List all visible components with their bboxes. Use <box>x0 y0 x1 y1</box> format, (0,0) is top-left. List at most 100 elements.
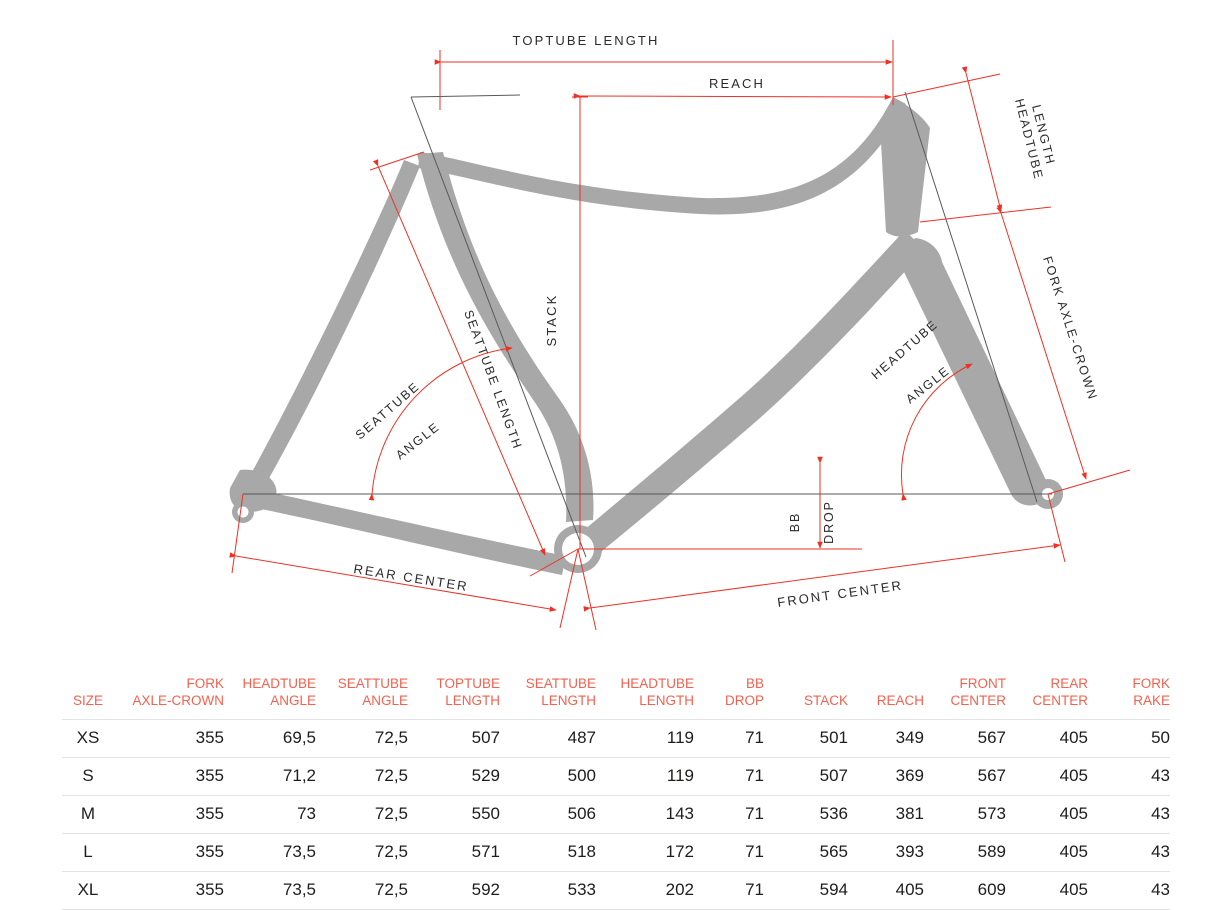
table-body: XS 355 69,5 72,5 507 487 119 71 501 349 … <box>62 719 1170 910</box>
col-header-reach: REACH <box>876 692 924 708</box>
cell-headtube-angle: 71,2 <box>282 765 316 785</box>
label-toptube-length: TOPTUBE LENGTH <box>513 33 660 48</box>
diagram-labels: TOPTUBE LENGTH REACH STACK HEADTUBE LENG… <box>353 33 1101 610</box>
cell-front-center: 567 <box>977 765 1006 785</box>
col-header-toptube-length: TOPTUBE LENGTH <box>436 676 500 708</box>
cell-stack: 507 <box>819 765 848 785</box>
cell-seattube-angle: 72,5 <box>374 727 408 747</box>
cell-front-center: 609 <box>977 879 1006 899</box>
cell-headtube-length: 119 <box>666 765 694 785</box>
cell-stack: 536 <box>819 803 848 823</box>
label-fork-axle-crown: FORK AXLE-CROWN <box>1040 255 1100 403</box>
headtube-length-dimension <box>961 66 1003 212</box>
table-row: L 355 73,5 72,5 571 518 172 71 565 393 5… <box>62 833 1170 871</box>
table-row: XS 355 69,5 72,5 507 487 119 71 501 349 … <box>62 719 1170 757</box>
cell-seattube-angle: 72,5 <box>374 841 408 861</box>
cell-rear-center: 405 <box>1059 841 1088 861</box>
label-front-center: FRONT CENTER <box>776 577 904 610</box>
table-row: M 355 73 72,5 550 506 143 71 536 381 573… <box>62 795 1170 833</box>
cell-reach: 393 <box>895 841 924 861</box>
cell-bb-drop: 71 <box>745 727 764 747</box>
cell-rear-center: 405 <box>1059 803 1088 823</box>
cell-reach: 381 <box>895 803 924 823</box>
table-row: XL 355 73,5 72,5 592 533 202 71 594 405 … <box>62 871 1170 910</box>
cell-size: M <box>80 803 96 823</box>
label-rear-center: REAR CENTER <box>353 561 470 594</box>
cell-headtube-angle: 69,5 <box>282 727 316 747</box>
col-header-seattube-length: SEATTUBE LENGTH <box>525 676 596 708</box>
cell-seattube-length: 506 <box>567 803 596 823</box>
seattube-angle-arc <box>368 345 513 501</box>
dimension-lines <box>229 40 1131 631</box>
cell-reach: 405 <box>895 879 924 899</box>
cell-reach: 369 <box>895 765 924 785</box>
col-header-bb-drop: BB DROP <box>724 676 764 708</box>
cell-headtube-angle: 73,5 <box>282 879 316 899</box>
top-reference-line <box>410 94 521 98</box>
cell-headtube-length: 202 <box>665 879 694 899</box>
cell-seattube-angle: 72,5 <box>374 765 408 785</box>
bb-ext-right <box>577 548 597 631</box>
frame-silhouette <box>229 97 1063 575</box>
cell-fork-axle-crown: 355 <box>195 841 224 861</box>
front-axle-extension <box>1047 469 1131 495</box>
label-reach: REACH <box>709 76 765 91</box>
cell-headtube-angle: 73,5 <box>282 841 316 861</box>
cell-rear-center: 405 <box>1059 727 1088 747</box>
cell-fork-rake: 43 <box>1151 841 1170 861</box>
table-row: S 355 71,2 72,5 529 500 119 71 507 369 5… <box>62 757 1170 795</box>
cell-headtube-length: 143 <box>665 803 694 823</box>
cell-bb-drop: 71 <box>745 803 764 823</box>
label-bb-drop-line1: BB <box>788 512 802 532</box>
cell-stack: 594 <box>819 879 848 899</box>
cell-seattube-length: 518 <box>567 841 596 861</box>
headtube-top-extension <box>892 73 1001 98</box>
cell-fork-rake: 43 <box>1151 803 1170 823</box>
col-header-stack: STACK <box>803 692 848 708</box>
cell-toptube-length: 507 <box>471 727 500 747</box>
cell-toptube-length: 571 <box>471 841 500 861</box>
cell-headtube-length: 172 <box>665 841 694 861</box>
label-bb-drop-line2: DROP <box>822 500 836 544</box>
headtube-angle-arc <box>900 363 973 501</box>
rear-axle-ext <box>231 493 244 574</box>
cell-front-center: 567 <box>977 727 1006 747</box>
label-seattube-angle-line1: SEATTUBE <box>353 379 423 442</box>
cell-headtube-angle: 73 <box>297 803 316 823</box>
cell-fork-rake: 50 <box>1151 727 1170 747</box>
cell-reach: 349 <box>895 727 924 747</box>
cell-seattube-length: 487 <box>567 727 596 747</box>
cell-stack: 565 <box>819 841 848 861</box>
cell-seattube-length: 500 <box>567 765 596 785</box>
col-header-headtube-length: HEADTUBE LENGTH <box>620 676 694 708</box>
cell-size: L <box>83 841 93 861</box>
label-headtube-angle-line1: HEADTUBE <box>869 317 941 382</box>
fork-axle-crown-dimension <box>996 206 1087 480</box>
cell-bb-drop: 71 <box>745 879 764 899</box>
cell-fork-axle-crown: 355 <box>195 879 224 899</box>
cell-rear-center: 405 <box>1059 879 1088 899</box>
cell-seattube-angle: 72,5 <box>374 879 408 899</box>
cell-size: XL <box>77 879 99 899</box>
geometry-table-container: SIZE FORK AXLE-CROWN HEADTUBE ANGLE SEAT… <box>62 676 1170 910</box>
cell-fork-rake: 43 <box>1151 879 1170 899</box>
front-center-dimension <box>583 543 1061 612</box>
col-header-headtube-angle: HEADTUBE ANGLE <box>242 676 316 708</box>
cell-toptube-length: 592 <box>471 879 500 899</box>
label-stack: STACK <box>544 294 559 347</box>
cell-toptube-length: 529 <box>471 765 500 785</box>
col-header-fork-axle-crown: FORK AXLE-CROWN <box>132 676 224 708</box>
rear-center-dimension <box>229 552 557 612</box>
cell-front-center: 573 <box>977 803 1006 823</box>
headtube-bottom-extension <box>919 206 1052 223</box>
cell-size: S <box>82 765 94 785</box>
col-header-rear-center: REAR CENTER <box>1032 676 1088 708</box>
col-header-fork-rake: FORK RAKE <box>1132 676 1170 708</box>
cell-rear-center: 405 <box>1059 765 1088 785</box>
cell-size: XS <box>76 727 100 747</box>
cell-fork-rake: 43 <box>1151 765 1170 785</box>
col-header-size: SIZE <box>72 692 103 708</box>
cell-fork-axle-crown: 355 <box>195 803 224 823</box>
cell-bb-drop: 71 <box>745 765 764 785</box>
bb-ext-left <box>559 548 579 629</box>
